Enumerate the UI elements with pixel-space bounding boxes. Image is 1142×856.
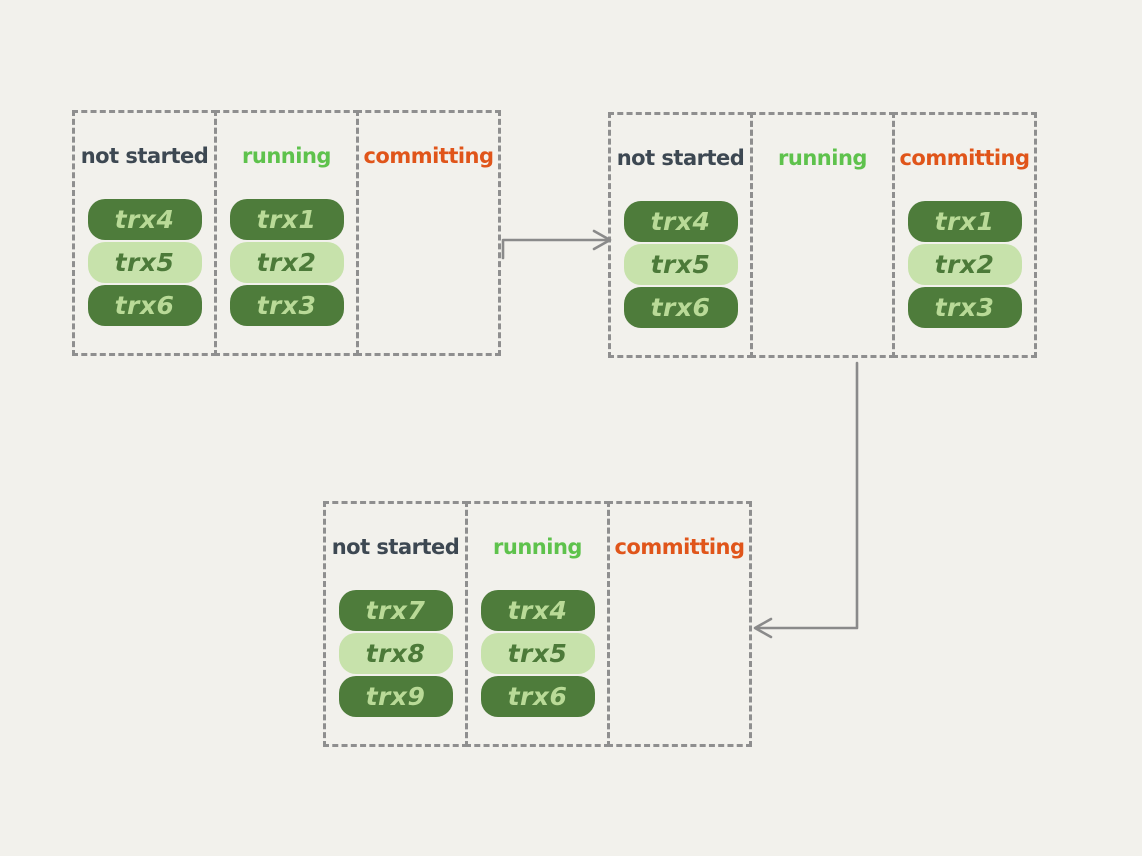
stage3-column-not-started: not started trx7 trx8 trx9: [323, 501, 468, 747]
stage3-column-running: running trx4 trx5 trx6: [465, 501, 610, 747]
arrow-down-left-icon: [753, 361, 859, 639]
trx-pill: trx6: [87, 285, 202, 326]
trx-pill: trx6: [623, 287, 738, 328]
running-label: running: [493, 535, 582, 559]
stage-1-group: not started trx4 trx5 trx6 running trx1 …: [72, 110, 501, 356]
trx-pill: trx9: [338, 676, 453, 717]
running-label: running: [778, 146, 867, 170]
not-started-label: not started: [80, 144, 209, 168]
stage2-column-committing: committing trx1 trx2 trx3: [892, 112, 1037, 358]
trx-pill: trx3: [229, 285, 344, 326]
stage2-column-not-started: not started trx4 trx5 trx6: [608, 112, 753, 358]
stage3-column-committing: committing: [607, 501, 752, 747]
stage3-not-started-pills: trx7 trx8 trx9: [338, 590, 453, 717]
not-started-label: not started: [331, 535, 460, 559]
stage1-column-running: running trx1 trx2 trx3: [214, 110, 359, 356]
trx-pill: trx8: [338, 633, 453, 674]
trx-pill: trx2: [229, 242, 344, 283]
trx-pill: trx7: [338, 590, 453, 631]
stage2-committing-pills: trx1 trx2 trx3: [907, 201, 1022, 328]
stage-2-group: not started trx4 trx5 trx6 running commi…: [608, 112, 1037, 358]
trx-pill: trx3: [907, 287, 1022, 328]
trx-pill: trx1: [907, 201, 1022, 242]
stage1-running-pills: trx1 trx2 trx3: [229, 199, 344, 326]
stage-3-group: not started trx7 trx8 trx9 running trx4 …: [323, 501, 752, 747]
committing-label: committing: [614, 535, 745, 559]
arrow-right-icon: [501, 229, 612, 260]
trx-pill: trx4: [623, 201, 738, 242]
stage2-not-started-pills: trx4 trx5 trx6: [623, 201, 738, 328]
stage2-column-running: running: [750, 112, 895, 358]
stage1-not-started-pills: trx4 trx5 trx6: [87, 199, 202, 326]
trx-pill: trx6: [480, 676, 595, 717]
trx-pill: trx4: [87, 199, 202, 240]
trx-pill: trx5: [623, 244, 738, 285]
trx-pill: trx4: [480, 590, 595, 631]
trx-pill: trx5: [87, 242, 202, 283]
committing-label: committing: [363, 144, 494, 168]
not-started-label: not started: [616, 146, 745, 170]
running-label: running: [242, 144, 331, 168]
trx-pill: trx5: [480, 633, 595, 674]
trx-pill: trx2: [907, 244, 1022, 285]
stage1-column-not-started: not started trx4 trx5 trx6: [72, 110, 217, 356]
stage3-running-pills: trx4 trx5 trx6: [480, 590, 595, 717]
trx-pill: trx1: [229, 199, 344, 240]
committing-label: committing: [899, 146, 1030, 170]
stage1-column-committing: committing: [356, 110, 501, 356]
